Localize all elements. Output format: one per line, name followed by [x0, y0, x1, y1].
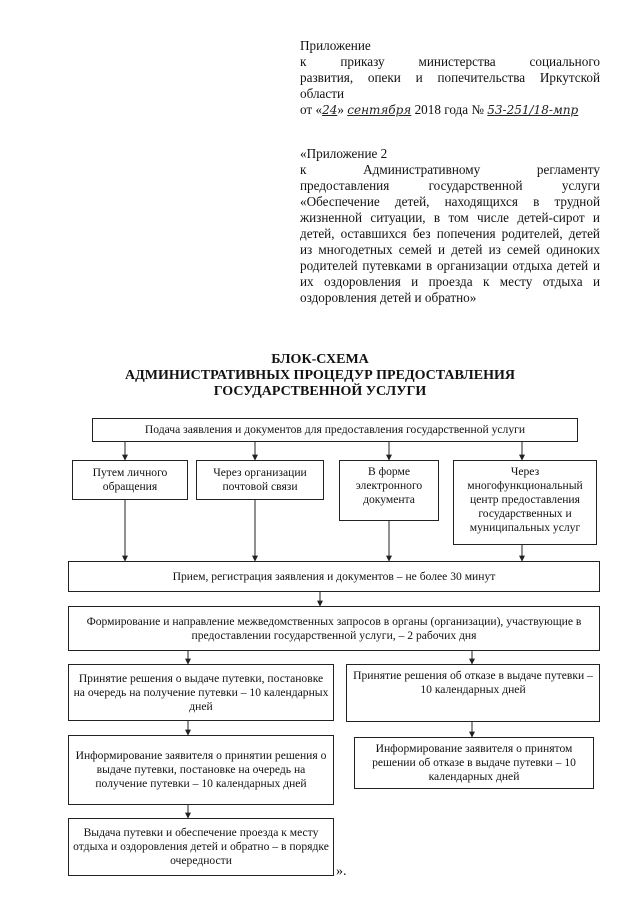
box-electronic: В форме электронного документа: [339, 460, 439, 521]
appendix-header: Приложение к приказу министерства социал…: [300, 38, 600, 118]
box-issue: Выдача путевки и обеспечение проезда к м…: [68, 818, 334, 876]
box-refuse: Принятие решения об отказе в выдаче путе…: [346, 664, 600, 722]
box-requests: Формирование и направление межведомствен…: [68, 606, 600, 651]
closing-quote: ».: [336, 864, 347, 879]
block-scheme-heading: БЛОК-СХЕМА АДМИНИСТРАТИВНЫХ ПРОЦЕДУР ПРЕ…: [0, 352, 640, 400]
appendix-line-1: к приказу министерства социального: [300, 54, 600, 69]
appendix-2-text: предоставления государственной услуги «О…: [300, 178, 600, 305]
box-post: Через организации почтовой связи: [196, 460, 324, 500]
appendix-title: Приложение: [300, 38, 371, 53]
box-submit: Подача заявления и документов для предос…: [92, 418, 578, 442]
heading-line-3: ГОСУДАРСТВЕННОЙ УСЛУГИ: [213, 384, 427, 399]
box-inform-approve: Информирование заявителя о принятии реше…: [68, 735, 334, 805]
box-personal: Путем личного обращения: [72, 460, 188, 500]
handwritten-number: 53-251/18-мпр: [487, 103, 579, 117]
appendix-line-2: развития, опеки и попечительства Иркутск…: [300, 70, 600, 85]
box-register: Прием, регистрация заявления и документо…: [68, 561, 600, 592]
appendix-date-line: от «24» сентября 2018 года № 53-251/18-м…: [300, 102, 579, 117]
box-inform-refuse: Информирование заявителя о принятом реше…: [354, 737, 594, 789]
box-approve: Принятие решения о выдаче путевки, поста…: [68, 664, 334, 721]
appendix-2-header: «Приложение 2 к Административному реглам…: [300, 146, 600, 306]
box-mfc: Через многофункциональный центр предоста…: [453, 460, 597, 545]
handwritten-month: сентября: [347, 103, 412, 117]
appendix-2-title: «Приложение 2: [300, 146, 388, 161]
heading-line-2: АДМИНИСТРАТИВНЫХ ПРОЦЕДУР ПРЕДОСТАВЛЕНИЯ: [125, 368, 515, 383]
appendix-2-line-1: к Административному регламенту: [300, 162, 600, 177]
heading-line-1: БЛОК-СХЕМА: [271, 352, 369, 367]
handwritten-day: 24: [322, 103, 338, 117]
appendix-line-3: области: [300, 86, 345, 101]
